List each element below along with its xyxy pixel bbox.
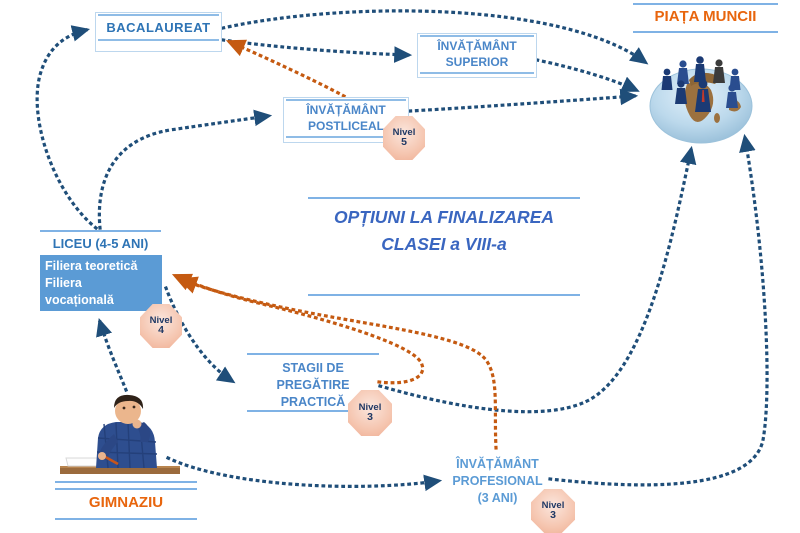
globe-with-people-icon [649,56,753,144]
arrow-liceu-to-bacalaureat [35,25,99,231]
nivel-4-badge: Nivel 4 [140,304,182,348]
node-bacalaureat: BACALAUREAT [95,12,222,52]
nivel-3-profesional-value: 3 [550,509,556,522]
nivel-3-profesional-badge: Nivel 3 [531,489,575,533]
superior-label-line1: ÎNVĂȚĂMÂNT [437,39,517,53]
liceu-label: LICEU (4-5 ANI) [52,236,149,251]
stagii-line3: PRACTICĂ [280,395,346,409]
nivel-3-stagii-value: 3 [367,411,373,424]
diagram-title-line2: CLASEI a VIII-a [381,234,507,254]
arrow-stagii-to-piata-muncii [378,145,697,414]
nivel-3-profesional-word: Nivel [541,499,565,511]
piata-muncii-label: PIAȚA MUNCII [654,8,757,25]
bacalaureat-label: BACALAUREAT [98,14,219,41]
arrow-gimnaziu-to-profesional [165,455,443,492]
gimnaziu-rule-1 [55,481,197,483]
postliceal-label-line1: ÎNVĂȚĂMÂNT [306,103,386,117]
stagii-bottom-rule [247,410,379,412]
nivel-5-word: Nivel [392,126,416,138]
arrow-bacalaureat-to-superior [221,38,413,63]
liceu-top-rule [40,230,161,232]
liceu-filiera-line2: Filiera [45,275,82,290]
node-stagii: STAGII DE PREGĂTIRE PRACTICĂ [247,360,379,411]
arrow-bacalaureat-to-piata-muncii [221,9,649,65]
postliceal-label-line2: POSTLICEAL [307,118,384,133]
nivel-3-stagii-word: Nivel [358,401,382,413]
arrow-postliceal-to-piata-muncii [408,88,639,113]
nivel-4-word: Nivel [149,314,173,326]
liceu-filiera-teoretica: Filiera teoretică [45,259,138,273]
node-invatamant-profesional: ÎNVĂȚĂMÂNT PROFESIONAL (3 ANI) [425,456,570,507]
diagram-title-line1: OPȚIUNI LA FINALIZAREA [333,207,555,227]
nivel-5-badge: Nivel 5 [383,116,425,160]
stagii-top-rule [247,353,379,355]
arrow-superior-to-piata-muncii [535,58,640,93]
arrow-profesional-to-piata-muncii [548,133,769,487]
arrow-profesional-to-liceu [177,276,498,450]
gimnaziu-rule-2 [55,488,197,490]
nivel-3-stagii-badge: Nivel 3 [348,390,392,436]
profesional-line1: ÎNVĂȚĂMÂNT [456,457,539,471]
gimnaziu-bottom-rule [55,518,197,520]
nivel-4-value: 4 [158,324,164,337]
piata-muncii-top-rule [633,3,778,5]
node-liceu-filiere: Filiera teoretică Filiera vocațională [40,255,162,311]
liceu-filiera-line3: vocațională [45,292,114,307]
arrow-gimnaziu-to-liceu [96,318,129,393]
piata-muncii-bottom-rule [633,31,778,33]
nivel-5-value: 5 [401,136,407,149]
title-top-rule [308,197,580,199]
title-bottom-rule [308,294,580,296]
stagii-line1: STAGII DE [282,361,344,375]
gimnaziu-label: GIMNAZIU [88,494,164,511]
superior-label-line2: SUPERIOR [445,54,509,69]
node-invatamant-superior: ÎNVĂȚĂMÂNT SUPERIOR [417,33,537,78]
node-invatamant-postliceal: ÎNVĂȚĂMÂNT POSTLICEAL [283,97,409,143]
stagii-line2: PREGĂTIRE [276,378,350,392]
profesional-line3: (3 ANI) [477,491,518,505]
arrow-liceu-to-postliceal [97,109,273,230]
arrow-postliceal-to-bacalaureat [225,39,347,99]
profesional-line2: PROFESIONAL [452,474,543,488]
thinking-student-illustration [60,394,180,474]
